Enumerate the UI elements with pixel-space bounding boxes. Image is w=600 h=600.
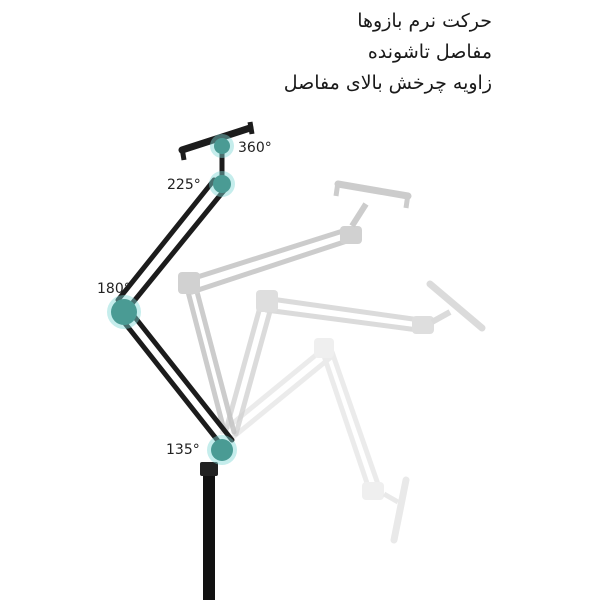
joint-bottom [207, 435, 237, 465]
angle-label-bottom: 135° [166, 442, 200, 458]
angle-label-top: 360° [238, 140, 272, 156]
angle-label-upper: 225° [167, 177, 201, 193]
ghost-arm-1 [178, 180, 412, 435]
feature-smooth-arms: حرکت نرم بازوها [357, 10, 492, 32]
ghost-arm-2 [223, 280, 486, 437]
joint-top [210, 134, 234, 158]
joint-middle [107, 295, 141, 329]
tablet-clamp [178, 121, 255, 161]
ghost-arm-3 [219, 338, 410, 544]
stand-pole [200, 462, 218, 600]
feature-foldable-joints: مفاصل تاشونده [367, 41, 492, 63]
joint-upper [209, 171, 235, 197]
angle-label-middle: 180° [97, 281, 131, 297]
feature-list: حرکت نرم بازوها مفاصل تاشونده زاویه چرخش… [284, 6, 492, 99]
feature-joint-rotation: زاویه چرخش بالای مفاصل [283, 72, 492, 94]
main-arm [113, 121, 255, 449]
